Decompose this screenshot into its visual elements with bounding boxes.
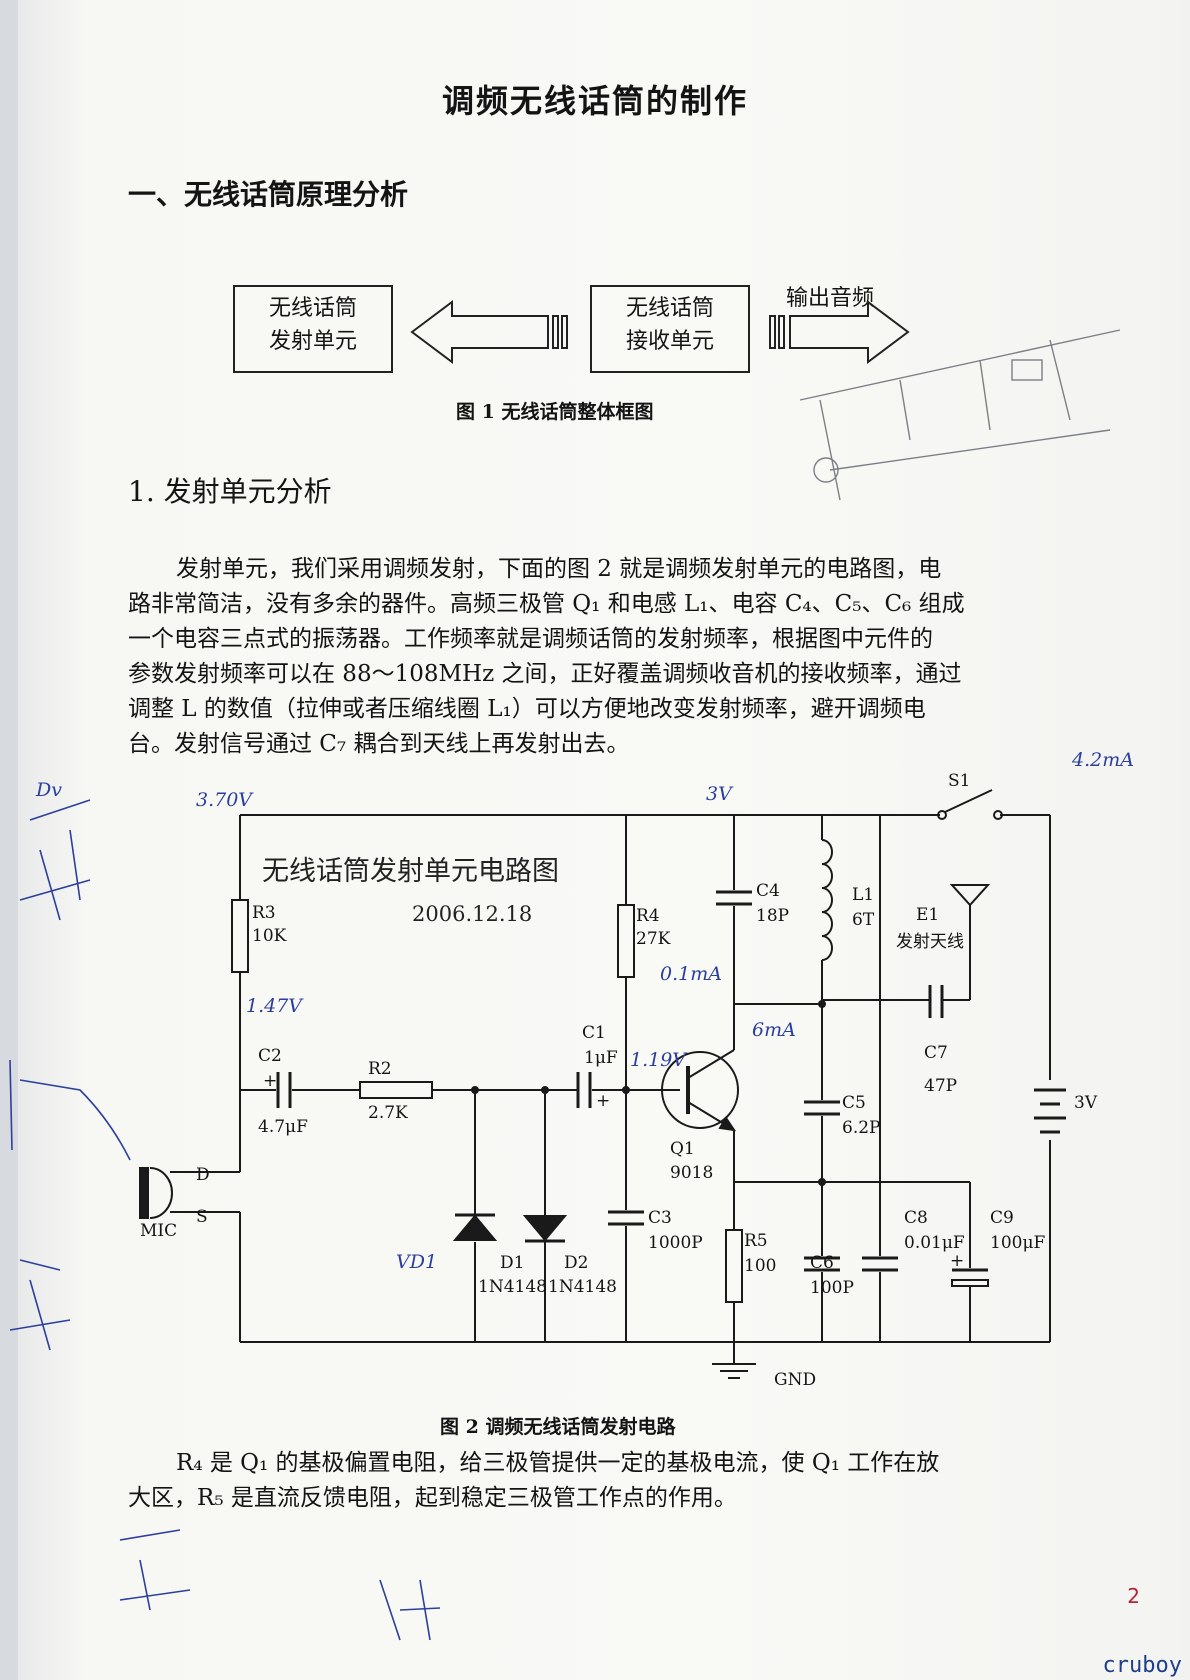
label-r2: R2 bbox=[368, 1059, 392, 1079]
left-arrow-icon bbox=[410, 300, 549, 364]
value-c8: 0.01μF bbox=[904, 1233, 965, 1253]
right-arrow-icon bbox=[789, 300, 910, 364]
para-line-4: 参数发射频率可以在 88～108MHz 之间，正好覆盖调频收音机的接收频率，通过 bbox=[128, 661, 962, 687]
label-mic-s: S bbox=[196, 1207, 208, 1227]
note-1-47v: 1.47V bbox=[246, 995, 304, 1017]
para2-line-1: R₄ 是 Q₁ 的基极偏置电阻，给三极管提供一定的基极电流，使 Q₁ 工作在放 bbox=[176, 1450, 940, 1476]
label-c5: C5 bbox=[842, 1093, 866, 1113]
label-c7: C7 bbox=[924, 1043, 948, 1063]
circuit-title: 无线话筒发射单元电路图 bbox=[262, 856, 559, 887]
label-r5: R5 bbox=[744, 1231, 768, 1251]
label-gnd: GND bbox=[774, 1370, 816, 1390]
label-mic: MIC bbox=[140, 1221, 177, 1241]
label-c8: C8 bbox=[904, 1208, 928, 1228]
diode-d2-icon bbox=[522, 1215, 568, 1242]
value-d1: 1N4148 bbox=[478, 1277, 547, 1297]
value-c7: 47P bbox=[924, 1076, 957, 1096]
para-line-3: 一个电容三点式的振荡器。工作频率就是调频话筒的发射频率，根据图中元件的 bbox=[128, 626, 933, 652]
label-r4: R4 bbox=[636, 906, 660, 926]
output-audio-label: 输出音频 bbox=[786, 286, 875, 311]
c9-plus: + bbox=[950, 1251, 964, 1271]
note-dv: Dv bbox=[35, 779, 62, 801]
label-c2: C2 bbox=[258, 1046, 282, 1066]
value-c3: 1000P bbox=[648, 1233, 703, 1253]
note-0-1ma: 0.1mA bbox=[660, 963, 722, 985]
signal-bars-icon bbox=[552, 315, 559, 349]
circuit-date: 2006.12.18 bbox=[412, 902, 532, 926]
mic-symbol-icon bbox=[139, 1167, 149, 1219]
tx-unit-line1: 无线话筒 bbox=[268, 296, 357, 321]
value-c2: 4.7μF bbox=[258, 1117, 308, 1137]
c2-plus: + bbox=[263, 1071, 277, 1091]
value-l1: 6T bbox=[852, 910, 875, 930]
switch-contact-icon bbox=[937, 810, 947, 820]
value-r4: 27K bbox=[636, 929, 671, 949]
value-e1: 发射天线 bbox=[896, 932, 964, 952]
value-c4: 18P bbox=[756, 906, 789, 926]
value-c6: 100P bbox=[810, 1278, 854, 1298]
antenna-icon bbox=[949, 884, 991, 907]
page-title: 调频无线话筒的制作 bbox=[441, 82, 748, 120]
handwritten-sketches bbox=[9, 799, 441, 1641]
figure1-caption: 图 1 无线话筒整体框图 bbox=[456, 401, 654, 423]
label-d2: D2 bbox=[564, 1253, 588, 1273]
label-d1: D1 bbox=[500, 1253, 524, 1273]
label-l1: L1 bbox=[852, 885, 874, 905]
note-vd1: VD1 bbox=[396, 1251, 437, 1273]
scanned-page bbox=[18, 0, 1180, 1680]
page-number: 2 bbox=[1127, 1584, 1140, 1608]
c1-plus: + bbox=[596, 1091, 610, 1111]
transistor-q1-icon bbox=[661, 1051, 739, 1129]
value-r3: 10K bbox=[252, 926, 287, 946]
switch-blade bbox=[944, 789, 993, 813]
label-c4: C4 bbox=[756, 881, 780, 901]
body-paragraph: 发射单元，我们采用调频发射，下面的图 2 就是调频发射单元的电路图，电 路非常简… bbox=[128, 552, 1058, 762]
section-heading-tx: 1. 发射单元分析 bbox=[128, 475, 332, 508]
value-q1: 9018 bbox=[670, 1163, 713, 1183]
note-1-19v: 1.19V bbox=[630, 1049, 688, 1071]
value-c1: 1μF bbox=[584, 1048, 618, 1068]
note-4-2ma: 4.2mA bbox=[1071, 749, 1134, 771]
note-3-70v: 3.70V bbox=[196, 789, 254, 811]
note-6ma: 6mA bbox=[752, 1019, 796, 1041]
label-mic-d: D bbox=[196, 1165, 210, 1185]
value-r5: 100 bbox=[744, 1256, 776, 1276]
label-c9: C9 bbox=[990, 1208, 1014, 1228]
figure2-caption: 图 2 调频无线话筒发射电路 bbox=[440, 1416, 676, 1438]
tx-unit-line2: 发射单元 bbox=[268, 329, 357, 354]
diode-d1-icon bbox=[452, 1214, 498, 1241]
label-s1: S1 bbox=[948, 771, 970, 791]
label-c6: C6 bbox=[810, 1253, 834, 1273]
value-c9: 100μF bbox=[990, 1233, 1045, 1253]
rx-unit-block: 无线话筒 接收单元 bbox=[590, 285, 750, 373]
para-line-2: 路非常简洁，没有多余的器件。高频三极管 Q₁ 和电感 L₁、电容 C₄、C₅、C… bbox=[128, 591, 965, 617]
label-c3: C3 bbox=[648, 1208, 672, 1228]
label-c1: C1 bbox=[582, 1023, 606, 1043]
rx-unit-line1: 无线话筒 bbox=[625, 296, 714, 321]
watermark: cruboy bbox=[1102, 1653, 1182, 1678]
para-line-6: 台。发射信号通过 C₇ 耦合到天线上再发射出去。 bbox=[128, 731, 630, 757]
label-battery: 3V bbox=[1074, 1093, 1098, 1113]
pencil-sketch bbox=[799, 329, 1121, 501]
section-heading-principle: 一、无线话筒原理分析 bbox=[128, 178, 409, 211]
tx-unit-block: 无线话筒 发射单元 bbox=[233, 285, 393, 373]
page-edge bbox=[0, 0, 18, 1680]
value-r2: 2.7K bbox=[368, 1103, 408, 1123]
value-d2: 1N4148 bbox=[548, 1277, 617, 1297]
value-c5: 6.2P bbox=[842, 1118, 880, 1138]
inductor-l1-icon bbox=[821, 839, 833, 961]
para2-line-2: 大区，R₅ 是直流反馈电阻，起到稳定三极管工作点的作用。 bbox=[128, 1485, 737, 1511]
body-paragraph-2: R₄ 是 Q₁ 的基极偏置电阻，给三极管提供一定的基极电流，使 Q₁ 工作在放 … bbox=[128, 1446, 1058, 1516]
rx-unit-line2: 接收单元 bbox=[625, 329, 714, 354]
label-r3: R3 bbox=[252, 903, 276, 923]
note-3v: 3V bbox=[706, 783, 734, 805]
label-e1: E1 bbox=[916, 905, 939, 925]
para-line-1: 发射单元，我们采用调频发射，下面的图 2 就是调频发射单元的电路图，电 bbox=[176, 556, 942, 582]
label-q1: Q1 bbox=[670, 1139, 695, 1159]
para-line-5: 调整 L 的数值（拉伸或者压缩线圈 L₁）可以方便地改变发射频率，避开调频电 bbox=[128, 696, 926, 722]
